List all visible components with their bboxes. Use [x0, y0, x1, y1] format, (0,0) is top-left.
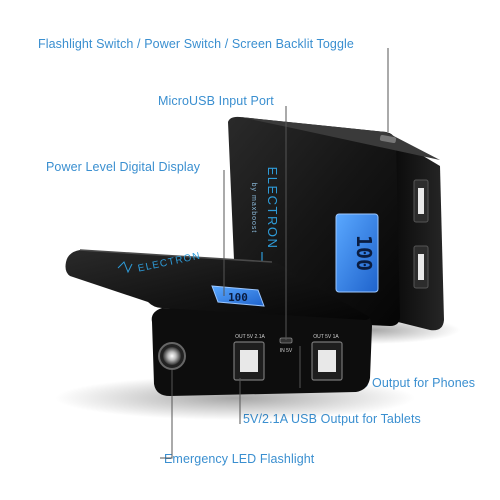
- flashlight-callout: Emergency LED Flashlight: [164, 452, 315, 466]
- switches-callout: Flashlight Switch / Power Switch / Scree…: [38, 37, 354, 51]
- back-maker-text: by maxboost: [250, 183, 257, 234]
- port-label-1: OUT 5V 2.1A: [235, 334, 265, 340]
- micro-usb-callout: MicroUSB Input Port: [158, 94, 274, 108]
- back-display-value: 100: [352, 235, 376, 271]
- port-label-2: IN 5V: [280, 348, 293, 354]
- back-brand-text: ELECTRON: [265, 167, 280, 250]
- leader-lines: [160, 48, 389, 459]
- front-power-bank: 100 ELECTRON OUT 5V 2.1A IN 5V OUT 5V 1A: [65, 249, 372, 396]
- display-callout: Power Level Digital Display: [46, 160, 201, 174]
- port-label-3: OUT 5V 1A: [313, 334, 339, 340]
- front-display-value: 100: [228, 291, 248, 304]
